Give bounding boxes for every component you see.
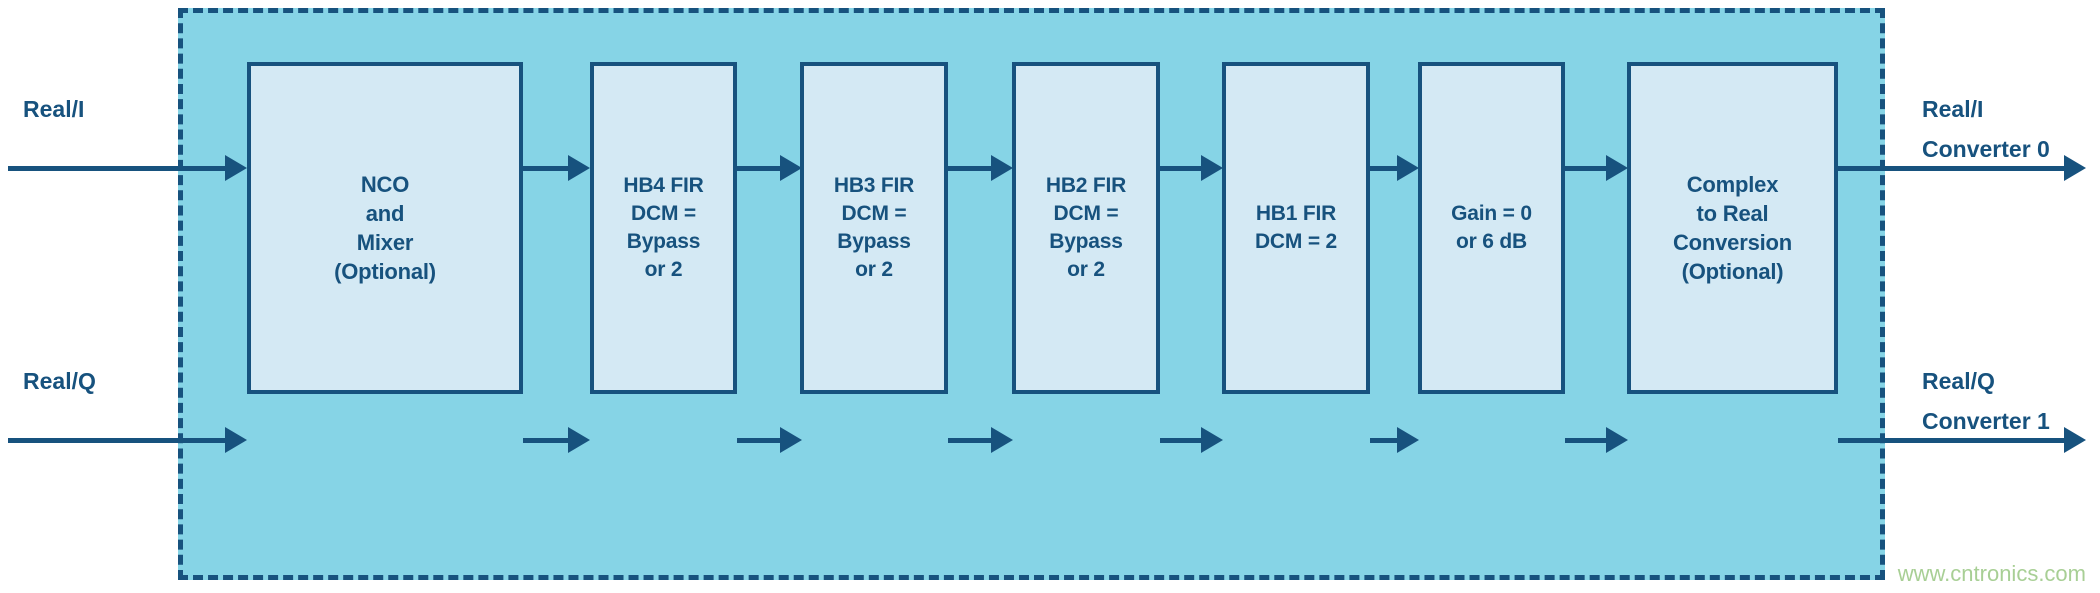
block-hb1-fir-label: HB1 FIR DCM = 2 bbox=[1254, 202, 1338, 253]
block-hb1-fir[interactable]: HB1 FIR DCM = 2 bbox=[1222, 62, 1370, 394]
block-gain[interactable]: Gain = 0 or 6 dB bbox=[1418, 62, 1565, 394]
connector-arrowhead-gain-complex-top bbox=[1606, 155, 1628, 181]
connector-arrowhead-gain-complex-bottom bbox=[1606, 427, 1628, 453]
connector-line-hb2-hb1-top bbox=[1160, 166, 1204, 171]
block-nco-mixer[interactable]: NCO and Mixer (Optional) bbox=[247, 62, 523, 394]
output-line-top bbox=[1838, 166, 2068, 171]
block-hb3-fir-label: HB3 FIR DCM = Bypass or 2 bbox=[833, 174, 915, 281]
block-complex-to-real-label: Complex to Real Conversion (Optional) bbox=[1672, 171, 1793, 285]
connector-arrowhead-hb4-hb3-bottom bbox=[780, 427, 802, 453]
block-hb2-fir[interactable]: HB2 FIR DCM = Bypass or 2 bbox=[1012, 62, 1160, 394]
connector-line-gain-complex-bottom bbox=[1565, 438, 1609, 443]
input-arrowhead-top bbox=[225, 155, 247, 181]
port-label-output-bottom-converter: Converter 1 bbox=[1922, 408, 2050, 434]
input-line-bottom bbox=[8, 438, 230, 443]
connector-line-hb2-hb1-bottom bbox=[1160, 438, 1204, 443]
block-nco-mixer-label: NCO and Mixer (Optional) bbox=[334, 171, 436, 285]
watermark-text: www.cntronics.com bbox=[1897, 561, 2086, 586]
output-arrowhead-bottom bbox=[2064, 427, 2086, 453]
connector-line-nco-hb4-bottom bbox=[523, 438, 571, 443]
connector-line-nco-hb4-top bbox=[523, 166, 571, 171]
output-line-bottom bbox=[1838, 438, 2068, 443]
port-label-output-bottom-signal: Real/Q bbox=[1922, 368, 1995, 394]
connector-line-hb3-hb2-bottom bbox=[948, 438, 994, 443]
block-complex-to-real[interactable]: Complex to Real Conversion (Optional) bbox=[1627, 62, 1838, 394]
connector-arrowhead-hb3-hb2-bottom bbox=[991, 427, 1013, 453]
connector-line-hb4-hb3-bottom bbox=[737, 438, 783, 443]
block-hb3-fir[interactable]: HB3 FIR DCM = Bypass or 2 bbox=[800, 62, 948, 394]
input-line-top bbox=[8, 166, 230, 171]
block-hb4-fir[interactable]: HB4 FIR DCM = Bypass or 2 bbox=[590, 62, 737, 394]
connector-line-gain-complex-top bbox=[1565, 166, 1609, 171]
port-label-output-top-converter: Converter 0 bbox=[1922, 136, 2050, 162]
port-label-input-bottom: Real/Q bbox=[23, 368, 96, 394]
port-label-output-top-signal: Real/I bbox=[1922, 96, 1984, 122]
connector-line-hb3-hb2-top bbox=[948, 166, 994, 171]
connector-arrowhead-hb1-gain-top bbox=[1397, 155, 1419, 181]
block-hb4-fir-label: HB4 FIR DCM = Bypass or 2 bbox=[623, 174, 704, 281]
block-gain-label: Gain = 0 or 6 dB bbox=[1451, 202, 1532, 253]
connector-arrowhead-hb1-gain-bottom bbox=[1397, 427, 1419, 453]
block-hb2-fir-label: HB2 FIR DCM = Bypass or 2 bbox=[1045, 174, 1127, 281]
connector-arrowhead-hb4-hb3-top bbox=[780, 155, 802, 181]
connector-line-hb4-hb3-top bbox=[737, 166, 783, 171]
connector-arrowhead-hb2-hb1-top bbox=[1201, 155, 1223, 181]
connector-line-hb1-gain-top bbox=[1370, 166, 1400, 171]
output-arrowhead-top bbox=[2064, 155, 2086, 181]
input-arrowhead-bottom bbox=[225, 427, 247, 453]
connector-arrowhead-hb3-hb2-top bbox=[991, 155, 1013, 181]
port-label-input-top: Real/I bbox=[23, 96, 85, 122]
connector-arrowhead-nco-hb4-top bbox=[568, 155, 590, 181]
connector-line-hb1-gain-bottom bbox=[1370, 438, 1400, 443]
connector-arrowhead-hb2-hb1-bottom bbox=[1201, 427, 1223, 453]
connector-arrowhead-nco-hb4-bottom bbox=[568, 427, 590, 453]
